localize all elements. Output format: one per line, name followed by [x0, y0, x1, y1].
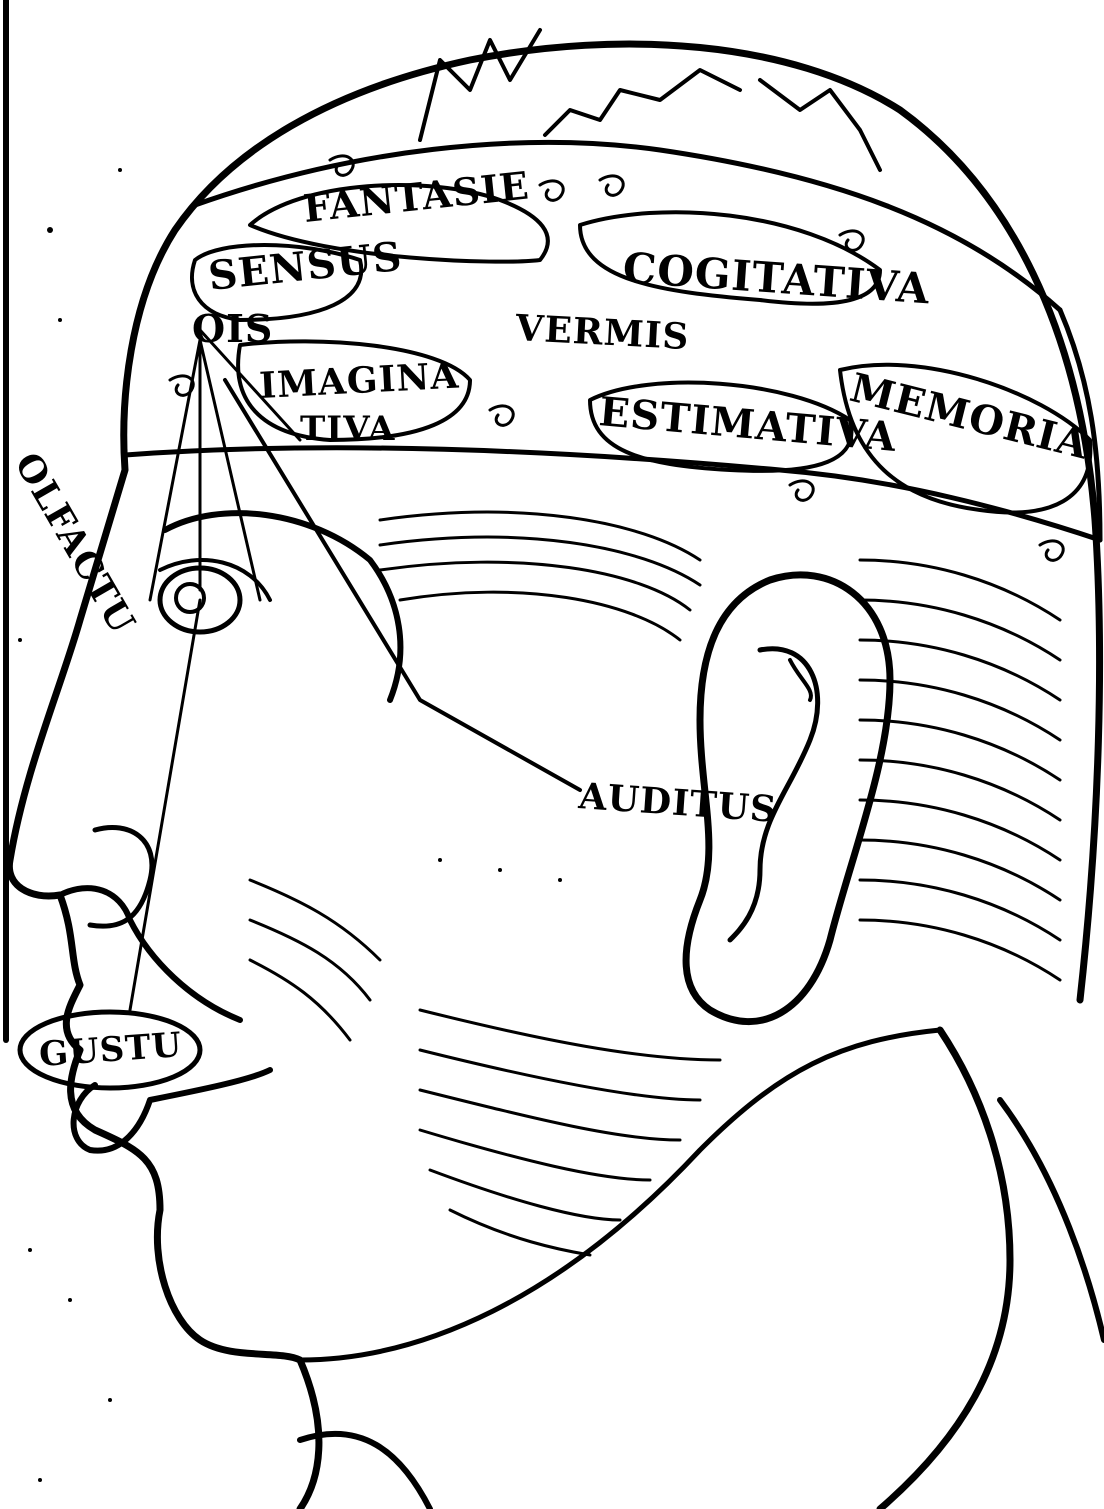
skull-suture-1 [418, 28, 542, 142]
label-communis: OIS [192, 306, 273, 351]
chamber-fantasie [248, 183, 550, 264]
label-imaginativa-2: TIVA [300, 409, 395, 449]
cheek-hatching [248, 510, 1062, 1257]
skull-suture-3 [758, 78, 882, 172]
chamber-estimativa [588, 380, 854, 473]
nerve-eye-diagonal [148, 338, 262, 602]
gustus-cartouche [17, 1009, 203, 1091]
head-outline [5, 40, 1104, 1509]
nerve-eye-to-sensus [198, 328, 302, 592]
cranial-band-top [192, 139, 1063, 313]
chamber-memoria [838, 362, 1093, 515]
ear-outer [682, 571, 894, 1025]
collar-line-2 [997, 1097, 1104, 1343]
jaw-line [297, 1027, 943, 1363]
chamber-sensus [190, 243, 364, 322]
chamber-imaginativa [236, 339, 472, 442]
nose-detail [87, 824, 155, 929]
cranial-band-rear [1057, 307, 1103, 543]
eye-lid [158, 558, 272, 602]
ear-helix [788, 658, 813, 702]
chamber-cogitativa [578, 210, 882, 306]
cranial-band-bottom [122, 445, 1103, 543]
nerve-to-ear [223, 378, 582, 792]
eye-pupil [174, 582, 206, 614]
tongue [70, 1067, 273, 1154]
label-gustus: GUSTU [38, 1025, 184, 1075]
eyebrow [162, 510, 404, 703]
upper-lip [57, 885, 243, 1023]
print-speckles [18, 168, 562, 1482]
label-imaginativa-1: IMAGINA [258, 355, 460, 407]
collar-line-3 [297, 1430, 433, 1509]
collar-line-1 [876, 1026, 1014, 1509]
skull-suture-2 [543, 68, 742, 137]
label-vermis: VERMIS [514, 307, 691, 358]
ear-inner [727, 646, 821, 943]
